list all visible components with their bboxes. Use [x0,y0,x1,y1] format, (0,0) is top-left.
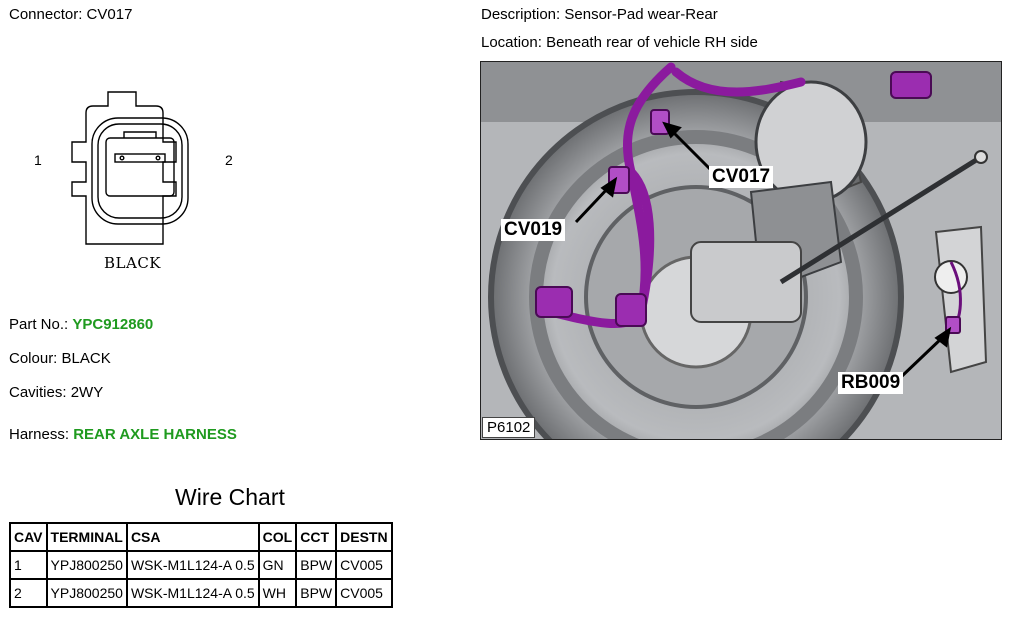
pin-2-label: 2 [225,152,233,168]
cell-cct: BPW [295,550,338,580]
description-line: Description: Sensor-Pad wear-Rear [481,6,718,23]
location-photo: CV017 CV019 RB009 P6102 [480,61,1002,440]
vehicle-underside-illustration [481,62,1001,439]
cavities-label: Cavities: [9,384,67,401]
cavities-line: Cavities: 2WY [9,384,103,401]
description-value: Sensor-Pad wear-Rear [564,6,718,23]
cell-cav: 2 [9,578,48,608]
callout-rb009: RB009 [838,372,904,394]
part-no-link[interactable]: YPC912860 [72,316,154,333]
cell-cav: 1 [9,550,48,580]
header-cav: CAV [9,522,48,552]
table-row: 1 YPJ800250 WSK-M1L124-A 0.5 GN BPW CV00… [9,550,393,580]
colour-line: Colour: BLACK [9,350,111,367]
header-cct: CCT [295,522,338,552]
photo-reference-id: P6102 [482,417,536,438]
wire-chart-table: CAV TERMINAL CSA COL CCT DESTN 1 YPJ8002… [9,522,393,608]
connector-label: Connector: [9,6,83,23]
part-no-line: Part No.: YPC912860 [9,316,153,333]
connector-value: CV017 [86,6,133,23]
connector-line: Connector: CV017 [9,6,132,23]
description-label: Description: [481,6,561,23]
cell-csa: WSK-M1L124-A 0.5 [125,578,260,608]
location-value: Beneath rear of vehicle RH side [546,34,758,51]
callout-cv019: CV019 [501,219,566,241]
cell-col: GN [257,550,298,580]
cell-col: WH [257,578,298,608]
cavities-value: 2WY [70,384,104,401]
connector-face-diagram: 1 2 BLACK [28,84,238,284]
wire-chart-header-row: CAV TERMINAL CSA COL CCT DESTN [9,522,393,552]
callout-cv017: CV017 [709,166,774,188]
table-row: 2 YPJ800250 WSK-M1L124-A 0.5 WH BPW CV00… [9,578,393,608]
header-csa: CSA [125,522,260,552]
location-label: Location: [481,34,542,51]
colour-label: Colour: [9,350,58,367]
wire-chart-title: Wire Chart [175,484,285,510]
pin-1-label: 1 [34,152,42,168]
cell-cct: BPW [295,578,338,608]
cell-destn: CV005 [335,578,393,608]
header-destn: DESTN [335,522,393,552]
harness-label: Harness: [9,426,70,443]
header-terminal: TERMINAL [45,522,128,552]
connector-outline-drawing [71,91,189,245]
cell-terminal: YPJ800250 [45,550,128,580]
cell-csa: WSK-M1L124-A 0.5 [125,550,260,580]
cell-terminal: YPJ800250 [45,578,128,608]
location-line: Location: Beneath rear of vehicle RH sid… [481,34,758,51]
colour-value: BLACK [61,350,111,367]
part-no-label: Part No.: [9,316,69,333]
harness-link[interactable]: REAR AXLE HARNESS [73,426,237,443]
cell-destn: CV005 [335,550,393,580]
connector-color-caption: BLACK [104,254,161,272]
header-col: COL [257,522,298,552]
harness-line: Harness: REAR AXLE HARNESS [9,426,237,443]
